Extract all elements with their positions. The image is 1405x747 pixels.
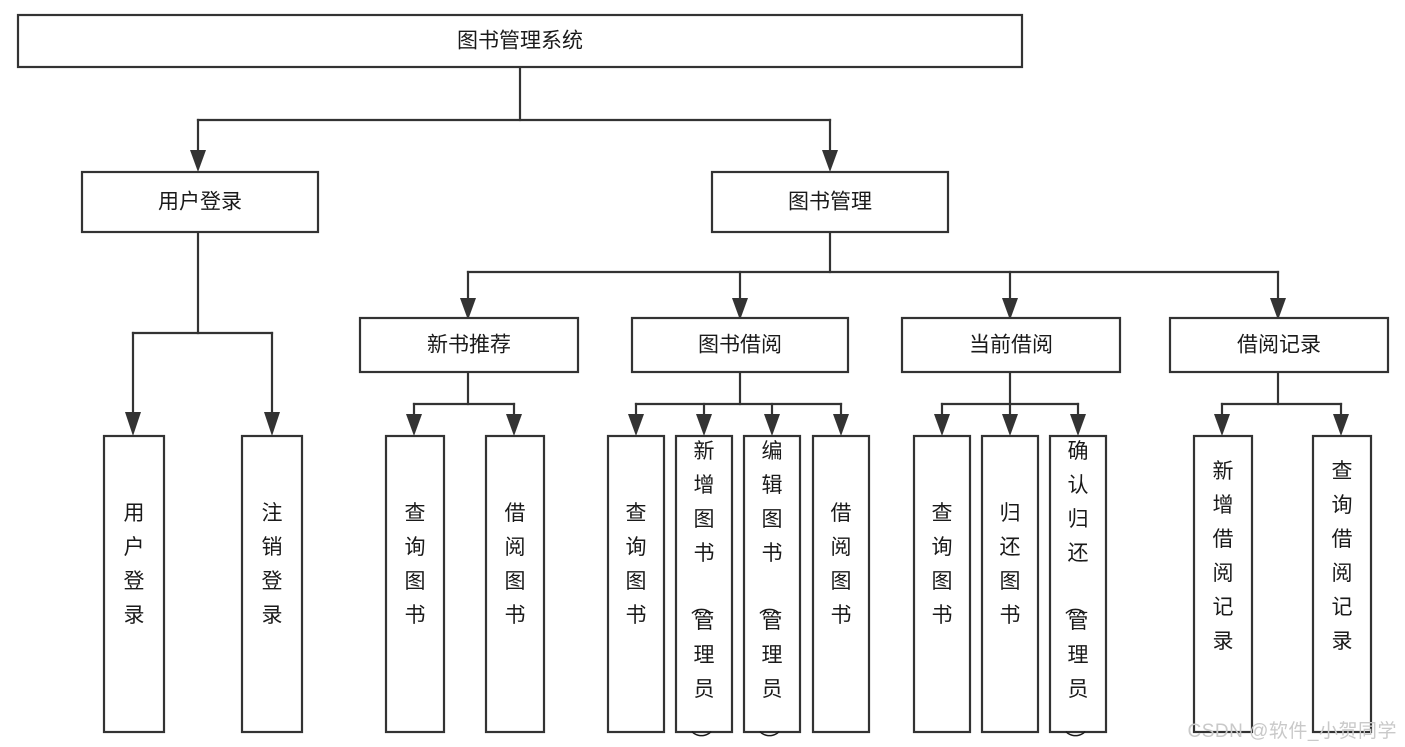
csdn-watermark: CSDN @软件_小贺同学 (1187, 721, 1397, 742)
arrow-userlogin-to-leaf2 (264, 412, 280, 436)
arrow-bookmanage-to-borrow (732, 298, 748, 320)
node-leaf-query-book-1-box[interactable] (384, 434, 446, 734)
node-leaf-user-login-box[interactable] (102, 434, 166, 734)
node-leaf-user-login-label: 用户登录 (124, 502, 145, 627)
node-leaf-query-book-2-box[interactable] (606, 434, 666, 734)
edges-layer (125, 65, 1349, 436)
arrow-bookmanage-to-current (1002, 298, 1018, 320)
node-root-label: 图书管理系统 (457, 30, 583, 53)
arrow-newbook-to-leaf1 (406, 414, 422, 436)
node-user-login[interactable]: 用户登录 (80, 170, 320, 234)
node-current-borrow-box[interactable] (900, 316, 1122, 374)
node-book-manage-label: 图书管理 (788, 191, 872, 214)
arrow-bookmanage-to-record (1270, 298, 1286, 320)
node-leaf-query-book-3-label: 查询图书 (932, 502, 953, 627)
node-book-borrow[interactable]: 图书借阅 (630, 316, 850, 374)
node-book-manage[interactable]: 图书管理 (710, 170, 950, 234)
node-leaf-query-record-box[interactable] (1311, 434, 1373, 734)
node-leaf-return-book-box[interactable] (980, 434, 1040, 734)
node-book-borrow-label: 图书借阅 (698, 334, 782, 357)
arrow-root-to-user-login (190, 150, 206, 172)
nodes-layer: 图书管理系统 用户登录 图书管理 新书推荐 图书借阅 (16, 13, 1390, 747)
arrow-newbook-to-leaf2 (506, 414, 522, 436)
node-leaf-query-book-2-label: 查询图书 (626, 502, 647, 627)
node-new-book-rec[interactable]: 新书推荐 (358, 316, 580, 374)
node-leaf-logout[interactable]: 注销登录 (240, 434, 304, 734)
node-leaf-add-record[interactable]: 新增借阅记录 (1192, 434, 1254, 734)
node-leaf-logout-label: 注销登录 (262, 502, 283, 627)
node-root[interactable]: 图书管理系统 (16, 13, 1024, 69)
arrow-borrow-to-leaf4 (833, 414, 849, 436)
node-leaf-borrow-book-2-label: 借阅图书 (831, 502, 852, 627)
node-leaf-edit-book[interactable]: 编辑图书（管理员） (742, 434, 802, 747)
node-leaf-query-record[interactable]: 查询借阅记录 (1311, 434, 1373, 734)
node-leaf-confirm-return-box[interactable] (1048, 434, 1108, 734)
node-leaf-add-record-box[interactable] (1192, 434, 1254, 734)
node-leaf-query-book-1[interactable]: 查询图书 (384, 434, 446, 734)
node-user-login-box[interactable] (80, 170, 320, 234)
node-leaf-return-book[interactable]: 归还图书 (980, 434, 1040, 734)
node-user-login-label: 用户登录 (158, 191, 242, 214)
node-leaf-borrow-book-2-box[interactable] (811, 434, 871, 734)
node-leaf-confirm-return-label: 确认归还（管理员） (1063, 440, 1089, 747)
node-borrow-record-box[interactable] (1168, 316, 1390, 374)
arrow-record-to-leaf2 (1333, 414, 1349, 436)
node-leaf-add-record-label: 新增借阅记录 (1213, 460, 1234, 653)
arrow-borrow-to-leaf2 (696, 414, 712, 436)
node-leaf-confirm-return[interactable]: 确认归还（管理员） (1048, 434, 1108, 747)
node-leaf-user-login[interactable]: 用户登录 (102, 434, 166, 734)
node-leaf-edit-book-box[interactable] (742, 434, 802, 734)
node-leaf-query-book-1-label: 查询图书 (405, 502, 426, 627)
node-leaf-add-book[interactable]: 新增图书（管理员） (674, 434, 734, 747)
node-leaf-query-book-2[interactable]: 查询图书 (606, 434, 666, 734)
node-leaf-borrow-book-2[interactable]: 借阅图书 (811, 434, 871, 734)
node-leaf-edit-book-label: 编辑图书（管理员） (757, 440, 783, 747)
arrow-root-to-book-manage (822, 150, 838, 172)
arrow-current-to-leaf3 (1070, 414, 1086, 436)
node-borrow-record[interactable]: 借阅记录 (1168, 316, 1390, 374)
arrow-userlogin-to-leaf1 (125, 412, 141, 436)
node-leaf-add-book-box[interactable] (674, 434, 734, 734)
node-leaf-borrow-book-1-box[interactable] (484, 434, 546, 734)
node-leaf-logout-box[interactable] (240, 434, 304, 734)
node-borrow-record-label: 借阅记录 (1237, 334, 1321, 357)
node-leaf-query-book-3[interactable]: 查询图书 (912, 434, 972, 734)
arrow-current-to-leaf1 (934, 414, 950, 436)
arrow-borrow-to-leaf3 (764, 414, 780, 436)
node-current-borrow[interactable]: 当前借阅 (900, 316, 1122, 374)
node-current-borrow-label: 当前借阅 (969, 334, 1053, 357)
node-leaf-borrow-book-1[interactable]: 借阅图书 (484, 434, 546, 734)
node-book-borrow-box[interactable] (630, 316, 850, 374)
arrow-borrow-to-leaf1 (628, 414, 644, 436)
node-new-book-rec-box[interactable] (358, 316, 580, 374)
node-leaf-return-book-label: 归还图书 (1000, 502, 1021, 627)
arrow-bookmanage-to-newbook (460, 298, 476, 320)
node-root-box[interactable] (16, 13, 1024, 69)
node-book-manage-box[interactable] (710, 170, 950, 234)
node-leaf-query-book-3-box[interactable] (912, 434, 972, 734)
node-new-book-rec-label: 新书推荐 (427, 334, 511, 357)
node-leaf-add-book-label: 新增图书（管理员） (689, 440, 715, 747)
node-leaf-borrow-book-1-label: 借阅图书 (505, 502, 526, 627)
node-leaf-query-record-label: 查询借阅记录 (1332, 460, 1353, 653)
arrow-record-to-leaf1 (1214, 414, 1230, 436)
arrow-current-to-leaf2 (1002, 414, 1018, 436)
